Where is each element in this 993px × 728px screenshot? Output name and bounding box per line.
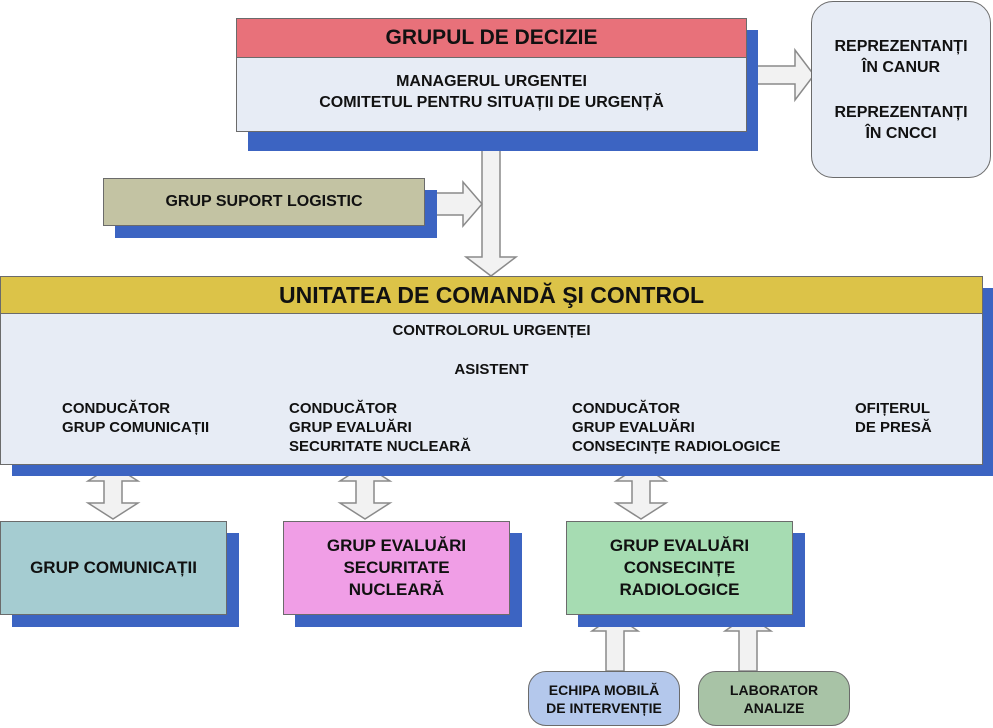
emergency-committee: COMITETUL PENTRU SITUAȚII DE URGENȚĂ <box>319 94 664 111</box>
press-officer: OFIȚERUL DE PRESĂ <box>855 400 932 436</box>
analysis-laboratory-box: LABORATOR ANALIZE <box>698 671 850 726</box>
communications-group-box: GRUP COMUNICAȚII <box>0 521 227 615</box>
assistant-label: ASISTENT <box>454 361 529 378</box>
leader-communications: CONDUCĂTOR GRUP COMUNICAȚII <box>62 400 210 436</box>
cncci-representatives-line2: ÎN CNCCI <box>865 124 937 142</box>
emergency-controller: CONTROLORUL URGENȚEI <box>392 322 591 339</box>
logistic-group-box: GRUP SUPORT LOGISTIC <box>103 178 425 226</box>
command-unit-title: UNITATEA DE COMANDĂ ŞI CONTROL <box>1 277 982 314</box>
command-unit-box: UNITATEA DE COMANDĂ ŞI CONTROL CONTROLOR… <box>0 276 983 465</box>
decision-group-title: GRUPUL DE DECIZIE <box>237 19 746 58</box>
radiological-group-box: GRUP EVALUĂRI CONSECINȚE RADIOLOGICE <box>566 521 793 615</box>
decision-group-members: MANAGERUL URGENTEI COMITETUL PENTRU SITU… <box>237 71 746 113</box>
cncci-representatives-line1: REPREZENTANȚI <box>834 103 968 121</box>
leader-nuclear-safety: CONDUCĂTOR GRUP EVALUĂRI SECURITATE NUCL… <box>289 400 471 455</box>
leader-radiological: CONDUCĂTOR GRUP EVALUĂRI CONSECINȚE RADI… <box>572 400 781 455</box>
canur-representatives-line2: ÎN CANUR <box>861 58 941 76</box>
double-arrow-communications <box>85 464 141 520</box>
double-arrow-radiological <box>613 464 669 520</box>
arrow-decision-to-command <box>463 130 519 277</box>
emergency-manager: MANAGERUL URGENTEI <box>396 73 587 90</box>
double-arrow-nuclear <box>337 464 393 520</box>
canur-representatives-line1: REPREZENTANȚI <box>834 37 968 55</box>
representatives-box: REPREZENTANȚI ÎN CANUR REPREZENTANȚI ÎN … <box>811 1 991 178</box>
mobile-intervention-team-box: ECHIPA MOBILĂ DE INTERVENȚIE <box>528 671 680 726</box>
decision-group-box: GRUPUL DE DECIZIE MANAGERUL URGENTEI COM… <box>236 18 747 132</box>
nuclear-safety-group-box: GRUP EVALUĂRI SECURITATE NUCLEARĂ <box>283 521 510 615</box>
